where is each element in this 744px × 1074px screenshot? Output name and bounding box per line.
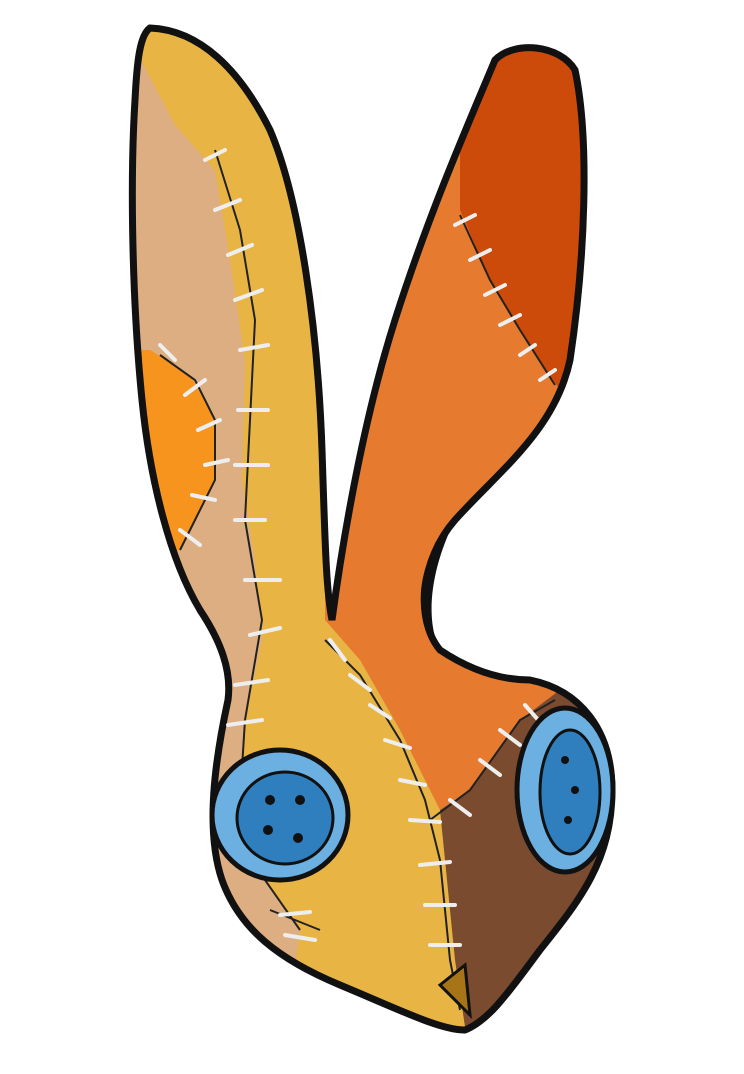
stitches <box>158 148 557 947</box>
right-button-eye <box>514 705 616 875</box>
nose <box>437 962 472 1020</box>
ear-fold-shadow <box>420 520 455 650</box>
left-button-eye <box>209 747 351 883</box>
